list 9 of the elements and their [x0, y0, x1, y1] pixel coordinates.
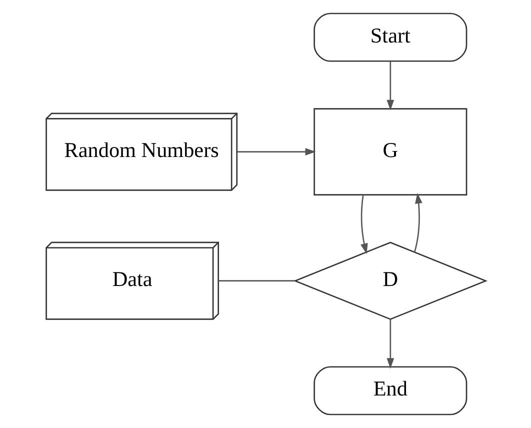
arrow — [413, 192, 422, 252]
node-box: End — [313, 366, 467, 416]
arrow — [386, 320, 394, 369]
arrow — [386, 61, 394, 110]
node-box: G — [313, 108, 467, 196]
connector — [218, 280, 295, 282]
arrow — [360, 194, 368, 254]
arrow — [236, 148, 316, 156]
node-box: Start — [313, 12, 467, 62]
